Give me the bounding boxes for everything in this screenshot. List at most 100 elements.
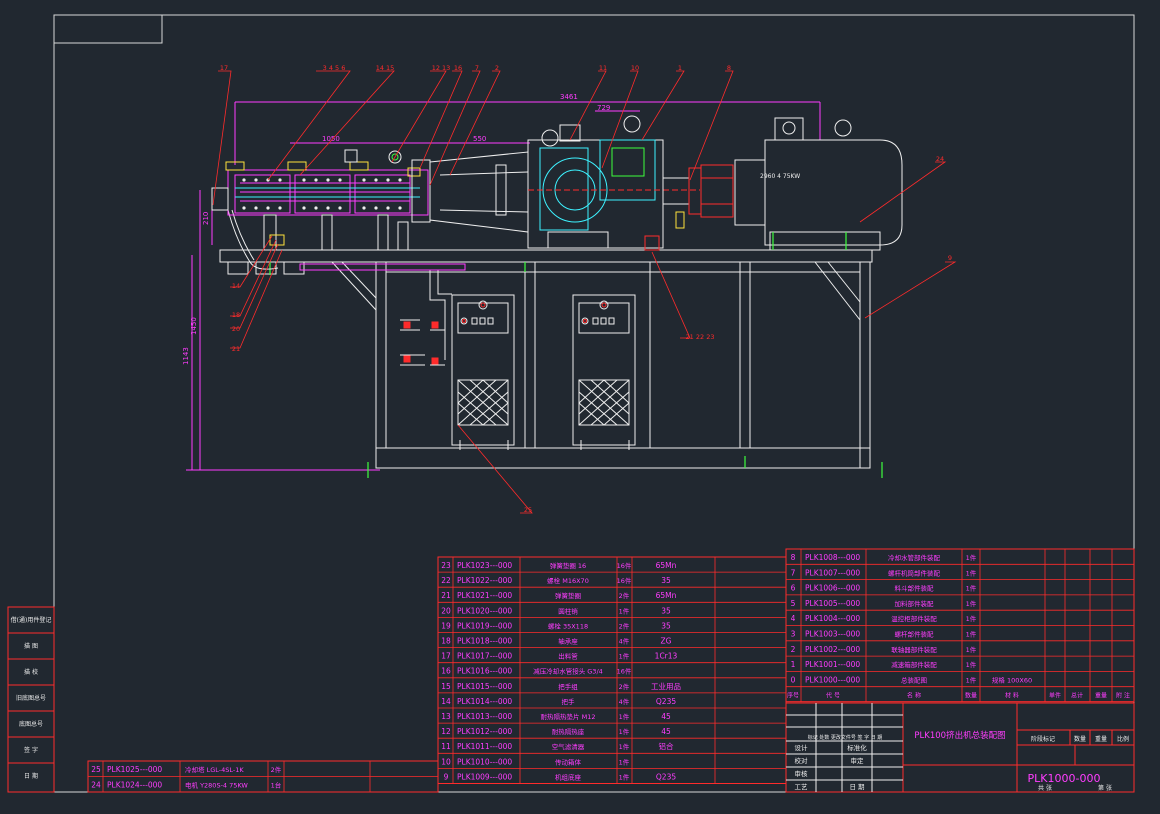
balloon-b25: 25 [524,506,532,514]
mid-row-qty: 1件 [619,606,630,615]
right-row-name: 冷却水管部件装配 [888,553,941,562]
right-row-no: 2 [791,645,796,654]
mid-row-no: 22 [441,576,451,585]
mid-row-code: PLK1021---000 [457,591,512,600]
margin-label-1: 描 图 [24,642,38,650]
mid-row-code: PLK1017---000 [457,652,512,661]
dimension-lines [186,101,821,471]
leader-lines [212,70,957,514]
mid-row-material: 65Mn [656,591,677,600]
right-row-name: 螺杆部件装配 [895,630,935,639]
mid-row-name: 耐热隔热座 [552,727,585,736]
balloon-b212223: 21 22 23 [686,333,715,341]
cabinet-accents [462,302,607,323]
mid-row-no: 13 [441,712,451,721]
mid-row-material: 65Mn [656,561,677,570]
mid-row-no: 23 [441,561,451,570]
mid-row-no: 15 [441,682,451,691]
mid-row-material: 35 [661,576,671,585]
right-row-code: PLK1006---000 [805,584,860,593]
right-row-no: 8 [791,553,796,562]
mid-row-qty: 16件 [617,561,632,570]
mid-row-no: 9 [444,772,449,781]
right-header-6: 总计 [1071,692,1083,700]
balloon-b24: 24 [936,155,944,163]
mid-row-name: 空气滤清器 [552,742,585,751]
mid-row-material: Q235 [656,772,676,781]
sign-role-2: 审核 [795,769,809,778]
right-row-no: 1 [791,660,796,669]
dim-1143: 1143 [182,347,190,365]
left-row-no: 24 [91,781,101,790]
drawing-number: PLK1000-000 [1028,772,1101,785]
balloon-b1213: 12 13 [432,64,451,72]
mid-row-code: PLK1015---000 [457,682,512,691]
mid-row-qty: 4件 [619,697,630,706]
balloon-b1: 1 [678,64,682,72]
margin-label-6: 日 期 [24,772,38,780]
sheet-frame [53,14,1135,793]
right-row-qty: 1件 [966,614,977,623]
sign-role-1: 校对 [795,756,809,765]
dim-729: 729 [597,104,610,112]
right-header-2: 名 称 [907,692,921,700]
right-row-name: 加料部件装配 [895,599,935,608]
margin-label-0: 借(通)用件登记 [11,616,52,624]
right-row-code: PLK1001---000 [805,660,860,669]
sheet-current-label: 第 张 [1098,784,1112,792]
sign-mid-0: 标准化 [847,743,867,752]
mid-row-qty: 1件 [619,772,630,781]
dim-1450: 1450 [190,317,198,335]
right-row-qty: 1件 [966,599,977,608]
revision-header: 标记 处数 更改文件号 签 字 日 期 [808,734,883,741]
left-row-code: PLK1025---000 [107,765,162,774]
mid-row-material: Q235 [656,697,676,706]
right-row-code: PLK1007---000 [805,568,860,577]
dim-3461: 3461 [560,93,578,101]
balloon-b20: 20 [232,325,240,333]
mid-row-code: PLK1023---000 [457,561,512,570]
mid-row-name: 把手 [562,697,576,706]
margin-label-4: 底图总号 [19,720,43,728]
balloon-b8: 8 [727,64,731,72]
motor-feet [772,232,847,250]
left-row-name: 电机 Y280S-4 75KW [185,781,248,790]
mid-row-code: PLK1014---000 [457,697,512,706]
mid-row-no: 10 [441,757,451,766]
sign-mid-3: 日 期 [849,783,865,791]
mid-row-qty: 2件 [619,682,630,691]
mid-row-qty: 16件 [617,576,632,585]
gearbox [527,115,700,251]
right-row-name: 料斗部件装配 [895,584,935,593]
mid-row-code: PLK1011---000 [457,742,512,751]
balloon-b18: 18 [232,311,240,319]
margin-label-5: 签 字 [24,746,38,754]
right-row-code: PLK1002---000 [805,645,860,654]
stage-label-1: 数量 [1074,735,1086,743]
title-block [785,702,1135,793]
dimension-texts: 3461 729 1050 550 210 1450 1143 [182,93,610,365]
mid-row-name: 耐热隔热垫片 M12 [541,712,596,721]
right-header-5: 单件 [1049,692,1061,700]
mid-row-name: 螺栓 35X118 [548,621,588,630]
mid-row-no: 12 [441,727,451,736]
dim-1050: 1050 [322,135,340,143]
right-row-code: PLK1008---000 [805,553,860,562]
mid-row-material: 1Cr13 [655,652,678,661]
pipe-valves [403,321,439,365]
balloon-b3456: 3 4 5 6 [323,64,346,72]
mid-row-name: 减压冷却水管接头 G3/4 [533,667,603,676]
balloon-b2: 2 [495,64,499,72]
right-row-name: 减速箱部件装配 [891,660,937,669]
right-row-name: 温控柜部件装配 [891,614,937,623]
cooling-pipes [400,270,452,366]
mid-row-no: 17 [441,652,451,661]
dim-210: 210 [202,212,210,225]
mid-row-code: PLK1022---000 [457,576,512,585]
right-row-no: 6 [791,584,796,593]
right-row-no: 4 [791,614,796,623]
